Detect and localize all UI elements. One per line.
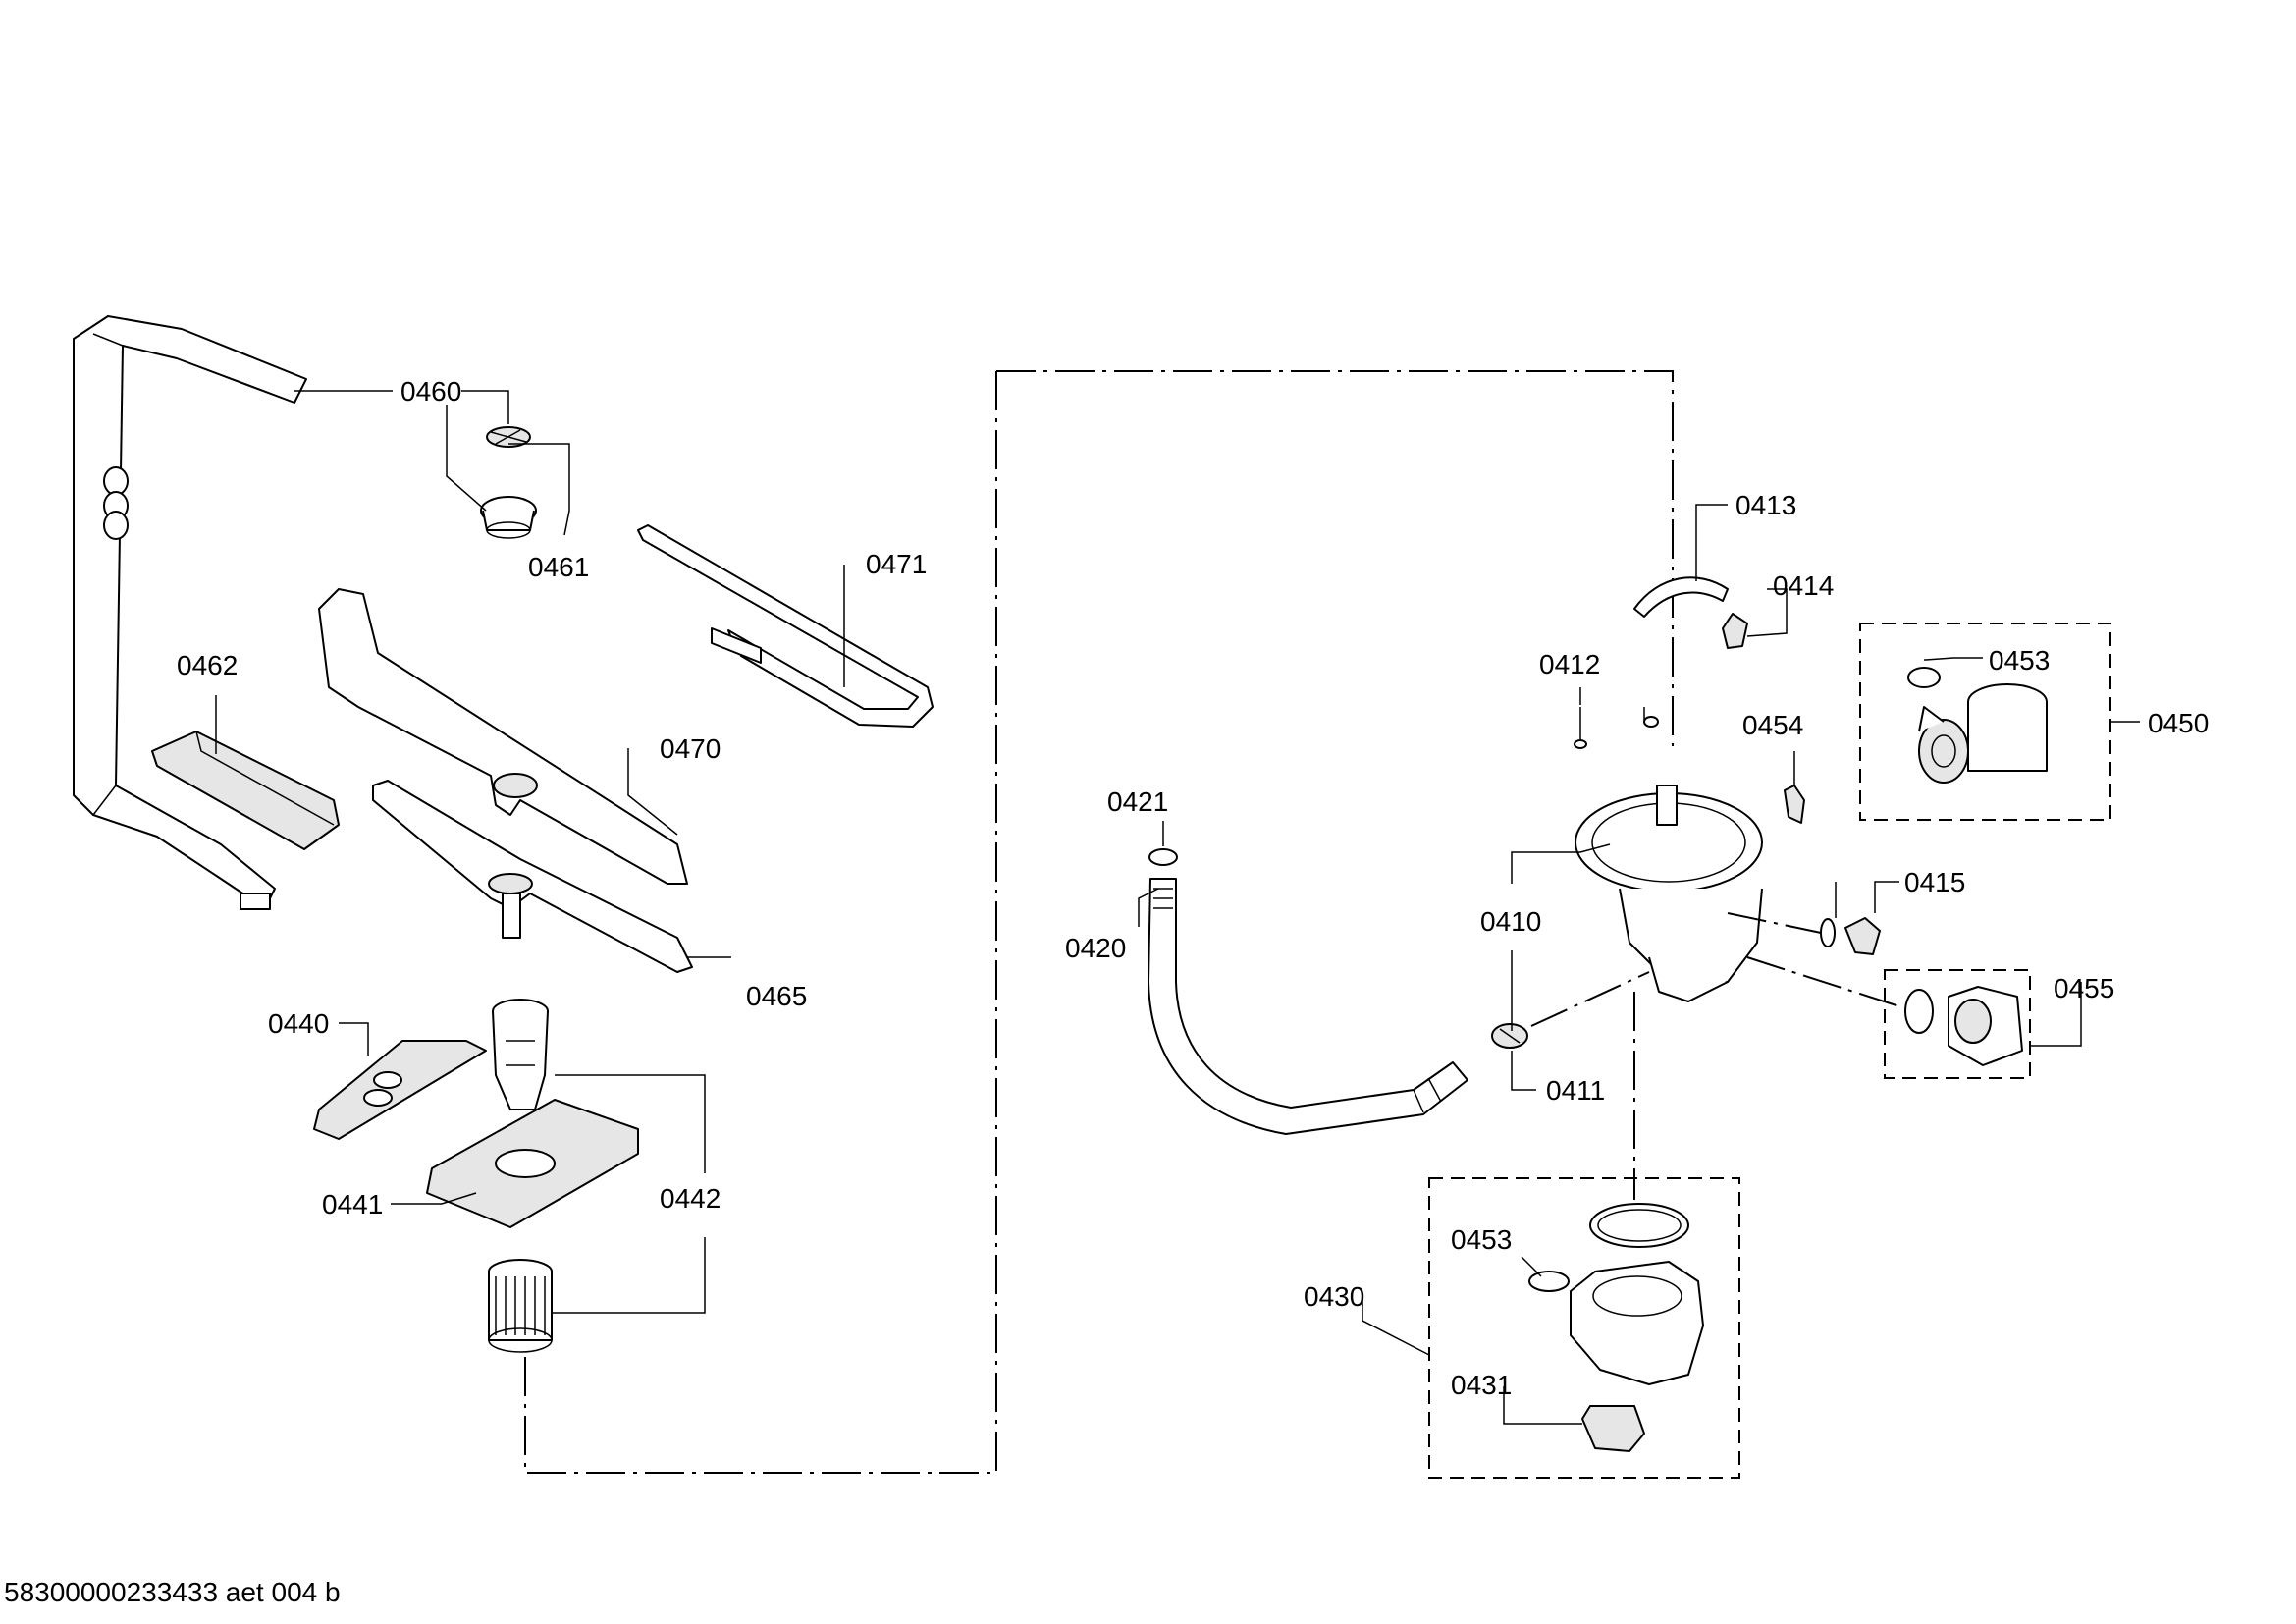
callout-0470: 0470 [660,733,721,764]
heater-group-box [1428,1177,1740,1479]
channel-cover-part [151,731,340,850]
impeller-housing-part [480,496,537,539]
drawing-code: 58300000233433 aet 004 b [4,1577,341,1607]
callout-0460: 0460 [400,376,461,406]
callout-0412: 0412 [1539,649,1600,679]
drain-hose-part [1148,878,1468,1135]
callout-0420: 0420 [1065,933,1126,963]
callout-0413: 0413 [1735,490,1796,520]
micro-filter-part [492,999,549,1110]
drain-pump-group-box [1884,969,2031,1079]
callout-0410: 0410 [1480,906,1541,937]
guide-rail-part [637,524,934,728]
callout-0465: 0465 [746,981,807,1011]
fine-filter-part [313,1040,487,1140]
retainer-part [1784,785,1805,824]
callout-0455: 0455 [2054,973,2114,1003]
clip-part [1633,576,1729,618]
check-valve-part [1820,917,1881,955]
heat-pump-part [1907,667,2048,784]
callout-0411: 0411 [1546,1075,1605,1106]
screw-part [1574,707,1659,749]
assembly-guide-line [996,370,1674,746]
callout-0414: 0414 [1773,570,1834,601]
callout-0461: 0461 [528,552,589,582]
supply-pipe-part [73,315,307,910]
callout-0415: 0415 [1904,867,1965,897]
heater-part [1528,1203,1704,1452]
holder-part [1722,613,1748,649]
callout-0441: 0441 [322,1189,383,1219]
leader-lines [215,390,2140,1425]
callout-0462: 0462 [177,650,238,680]
connector-part [1491,1023,1528,1049]
callout-0453-top: 0453 [1989,645,2050,676]
lower-spray-arm-part [372,780,693,973]
callout-0454: 0454 [1742,710,1803,740]
callout-0430: 0430 [1304,1281,1364,1312]
callout-0450: 0450 [2148,708,2209,738]
assembly-guide-line-left [524,371,997,1474]
drain-pump-part [1904,986,2023,1066]
callout-0453-bottom: 0453 [1451,1224,1512,1255]
callout-0440: 0440 [268,1008,329,1039]
callout-0442: 0442 [660,1183,721,1214]
callout-0421: 0421 [1107,786,1168,817]
coarse-filter-part [488,1259,553,1353]
flat-filter-part [426,1099,639,1228]
o-ring-part [1148,848,1178,866]
callout-0471: 0471 [866,549,927,579]
upper-spray-arm-part [318,588,688,885]
sump-part [1575,785,1763,1002]
impeller-part [486,426,531,448]
callout-0431: 0431 [1451,1370,1512,1400]
